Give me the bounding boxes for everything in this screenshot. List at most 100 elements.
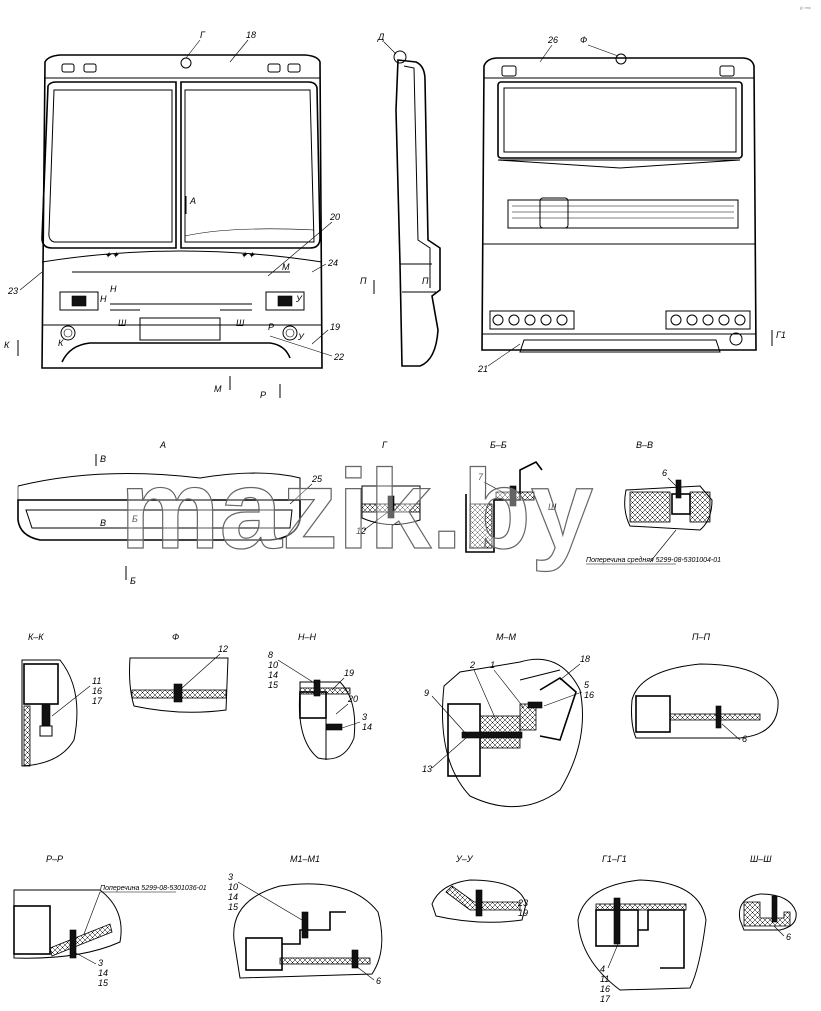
label-17-kk: 17 xyxy=(92,696,103,706)
label-b-a: Б xyxy=(132,514,138,524)
label-10-m1: 10 xyxy=(228,882,238,892)
label-p-side: П xyxy=(422,276,429,286)
label-r-front: Р xyxy=(268,322,274,332)
section-nn-drawing xyxy=(298,679,356,760)
label-view-a: А xyxy=(189,196,196,206)
label-19-front: 19 xyxy=(330,322,340,332)
section-g1g1-title: Г1–Г1 xyxy=(602,854,627,864)
label-20-nn: 20 xyxy=(347,694,358,704)
label-15-nn: 15 xyxy=(268,680,279,690)
label-10-nn: 10 xyxy=(268,660,278,670)
label-2-mm: 2 xyxy=(469,660,475,670)
section-a-drawing xyxy=(17,472,301,541)
label-15-rr: 15 xyxy=(98,978,109,988)
section-vv-drawing xyxy=(624,479,713,531)
label-3-rr: 3 xyxy=(98,958,103,968)
note-rr: Поперечина 5299-08-5301036-01 xyxy=(100,885,207,892)
section-m1m1-title: М1–М1 xyxy=(290,854,320,864)
label-k-front: К xyxy=(58,338,64,348)
label-sh-bb: Ш xyxy=(548,502,557,512)
label-22: 22 xyxy=(333,352,344,362)
label-19-uu: 19 xyxy=(518,908,528,918)
label-16-g1: 16 xyxy=(600,984,610,994)
label-5-mm: 5 xyxy=(584,680,590,690)
label-m-front: М xyxy=(282,262,290,272)
label-v-a: В xyxy=(100,454,106,464)
side-view xyxy=(393,50,441,367)
label-6-sh: 6 xyxy=(786,932,791,942)
label-view-p: П xyxy=(360,276,367,286)
label-u-front-2: У xyxy=(295,294,303,304)
label-r-bottom: Р xyxy=(260,390,266,400)
section-rr-title: Р–Р xyxy=(46,854,63,864)
section-f-drawing xyxy=(129,657,229,713)
label-17-g1: 17 xyxy=(600,994,611,1004)
label-19-nn: 19 xyxy=(344,668,354,678)
section-shsh-title: Ш–Ш xyxy=(750,854,772,864)
label-14-m1: 14 xyxy=(228,892,238,902)
label-14-nn-b: 14 xyxy=(362,722,372,732)
label-24: 24 xyxy=(327,258,338,268)
label-7: 7 xyxy=(478,472,484,482)
section-shsh-drawing xyxy=(738,893,797,931)
label-1-mm: 1 xyxy=(490,660,495,670)
label-14-rr: 14 xyxy=(98,968,108,978)
label-view-f: Ф xyxy=(580,35,587,45)
label-18-mm: 18 xyxy=(580,654,590,664)
label-m-bottom: М xyxy=(214,384,222,394)
label-view-d: Д xyxy=(377,32,385,42)
section-m1m1-drawing xyxy=(233,883,383,979)
rear-view xyxy=(481,53,757,353)
label-u-front: У xyxy=(297,332,305,342)
label-g1-rear: Г1 xyxy=(776,330,786,340)
section-pp-drawing xyxy=(631,663,779,739)
label-8-nn: 8 xyxy=(268,650,273,660)
label-23-uu: 23 xyxy=(517,898,528,908)
label-6-m1: 6 xyxy=(376,976,381,986)
label-26: 26 xyxy=(547,35,558,45)
label-21: 21 xyxy=(477,364,488,374)
label-v-a2: В xyxy=(100,518,106,528)
corner-mark: ℓᵒ ᵗᵐᵖ xyxy=(800,6,811,12)
label-b-a2: Б xyxy=(130,576,136,586)
note-vv: Поперечина средняя 5299-08-5301004-01 xyxy=(586,556,721,564)
label-n-front-2: Н xyxy=(100,294,107,304)
section-nn-title: Н–Н xyxy=(298,632,317,642)
label-20-front: 20 xyxy=(329,212,340,222)
label-9-mm: 9 xyxy=(424,688,429,698)
section-uu-drawing xyxy=(431,879,527,923)
label-18-front: 18 xyxy=(246,30,256,40)
section-kk-title: К–К xyxy=(28,632,44,642)
label-n-front: Н xyxy=(110,284,117,294)
section-a-title: А xyxy=(159,440,166,450)
label-k-left: К xyxy=(4,340,10,350)
front-view: ✦✦ ✦✦ xyxy=(41,54,323,369)
section-vv-title: В–В xyxy=(636,440,653,450)
label-12-f: 12 xyxy=(218,644,228,654)
label-3-m1: 3 xyxy=(228,872,233,882)
label-11-g1: 11 xyxy=(600,974,609,984)
section-f-title: Ф xyxy=(172,632,179,642)
section-mm-title: М–М xyxy=(496,632,517,642)
label-16-kk: 16 xyxy=(92,686,102,696)
label-25: 25 xyxy=(311,474,323,484)
section-pp-title: П–П xyxy=(692,632,711,642)
section-bb-drawing xyxy=(465,460,543,553)
label-6-pp: 6 xyxy=(742,734,747,744)
label-14-nn: 14 xyxy=(268,670,278,680)
label-3-nn: 3 xyxy=(362,712,367,722)
label-16-mm: 16 xyxy=(584,690,594,700)
section-g1g1-drawing xyxy=(577,879,707,991)
label-11-kk: 11 xyxy=(92,676,101,686)
label-13-mm: 13 xyxy=(422,764,432,774)
label-6-vv: 6 xyxy=(662,468,667,478)
label-12-g: 12 xyxy=(356,526,366,536)
watermark: mazik.by xyxy=(120,447,593,572)
label-4-g1: 4 xyxy=(600,964,605,974)
section-bb-title: Б–Б xyxy=(490,440,507,450)
svg-text:✦✦: ✦✦ xyxy=(104,250,120,260)
label-sh-front-2: Ш xyxy=(236,318,245,328)
section-g-title: Г xyxy=(382,440,388,450)
section-uu-title: У–У xyxy=(455,854,474,864)
